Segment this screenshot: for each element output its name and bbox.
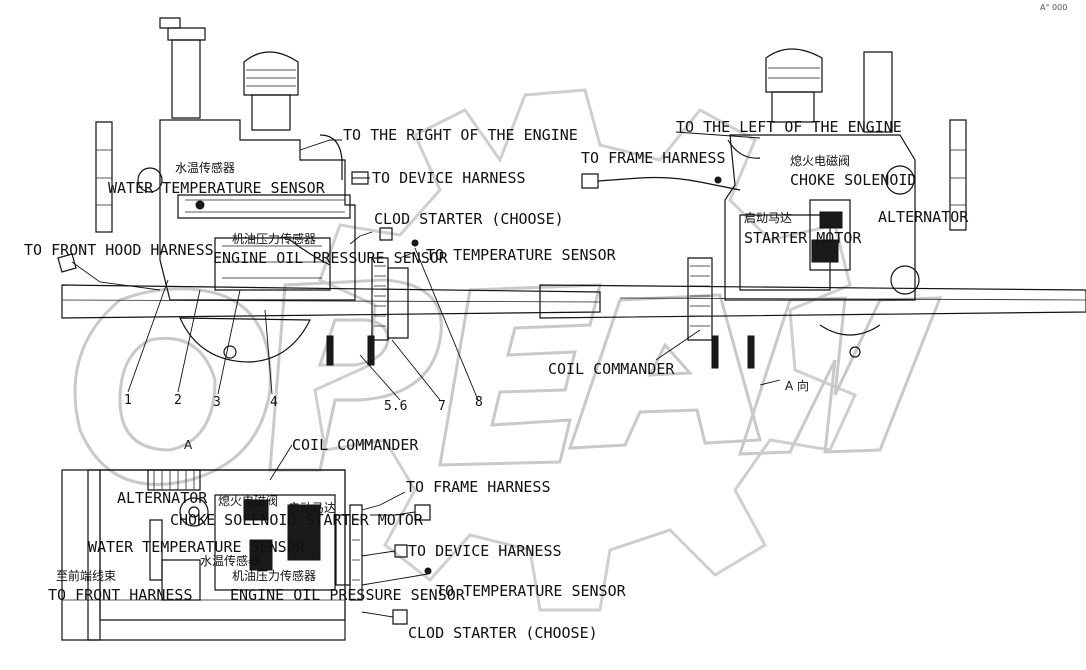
bottom-oil-pressure-cn-label: 机油压力传感器 <box>232 568 316 583</box>
bottom-to-frame-harness-label: TO FRAME HARNESS <box>406 478 551 496</box>
choke-solenoid-label: CHOKE SOLENOID <box>790 171 916 189</box>
view-a-mark: A 向 <box>785 378 809 393</box>
bottom-engine-view <box>61 469 432 641</box>
bottom-choke-cn-label: 熄火电磁阀 <box>218 493 278 508</box>
view-a-label: A <box>184 438 193 452</box>
to-frame-harness-label: TO FRAME HARNESS <box>581 149 726 167</box>
bottom-alternator-label: ALTERNATOR <box>117 489 208 507</box>
bottom-view-leaders <box>269 444 429 618</box>
coil-commander-label: COIL COMMANDER <box>548 360 675 378</box>
bottom-choke-starter-label: CHOKE SOLENOID STARTER MOTOR <box>170 511 424 529</box>
water-temp-sensor-label: WATER TEMPERATURE SENSOR <box>108 179 326 197</box>
callout-3: 3 <box>213 395 221 410</box>
starter-motor-label: STARTER MOTOR <box>744 229 862 247</box>
water-temp-cn-label: 水温传感器 <box>175 160 235 175</box>
bottom-clod-starter-label: CLOD STARTER (CHOOSE) <box>408 624 598 642</box>
callout-5-6: 5.6 <box>384 399 407 414</box>
bottom-to-front-harness-label: TO FRONT HARNESS <box>48 586 193 604</box>
starter-motor-cn-label: 启动马达 <box>744 211 792 225</box>
callout-2: 2 <box>174 393 182 408</box>
bottom-to-temperature-sensor-label: TO TEMPERATURE SENSOR <box>436 582 627 600</box>
to-front-hood-harness-label: TO FRONT HOOD HARNESS <box>24 241 214 259</box>
bottom-to-device-harness-label: TO DEVICE HARNESS <box>408 542 562 560</box>
bottom-coil-commander-label: COIL COMMANDER <box>292 436 419 454</box>
bottom-water-temp-cn-label: 水温传感器 <box>200 553 260 568</box>
to-temperature-sensor-label: TO TEMPERATURE SENSOR <box>426 246 617 264</box>
clod-starter-label: CLOD STARTER (CHOOSE) <box>374 210 564 228</box>
left-engine-view <box>57 17 601 366</box>
corner-mark: A° 000 <box>1040 3 1067 12</box>
bottom-engine-oil-pressure-label: ENGINE OIL PRESSURE SENSOR <box>230 586 466 604</box>
choke-solenoid-cn-label: 熄火电磁阀 <box>790 153 850 168</box>
bottom-water-temp-label: WATER TEMPERATURE SENSOR <box>88 538 306 556</box>
right-view-leaders <box>655 131 781 386</box>
callout-4: 4 <box>270 395 278 410</box>
alternator-label: ALTERNATOR <box>878 208 969 226</box>
to-right-of-engine-label: TO THE RIGHT OF THE ENGINE <box>343 126 578 144</box>
to-left-of-engine-label: TO THE LEFT OF THE ENGINE <box>676 118 902 136</box>
engine-oil-pressure-sensor-label: ENGINE OIL PRESSURE SENSOR <box>213 249 449 267</box>
bottom-starter-cn-label: 启动马达 <box>288 501 336 515</box>
callout-1: 1 <box>124 393 132 408</box>
bottom-front-harness-cn-label: 至前端线束 <box>56 568 116 583</box>
callout-7: 7 <box>438 399 446 414</box>
callout-8: 8 <box>475 395 483 410</box>
right-engine-view <box>539 48 1086 369</box>
to-device-harness-label: TO DEVICE HARNESS <box>372 169 526 187</box>
oil-pressure-cn-label: 机油压力传感器 <box>232 231 316 246</box>
left-view-leaders <box>71 139 479 401</box>
